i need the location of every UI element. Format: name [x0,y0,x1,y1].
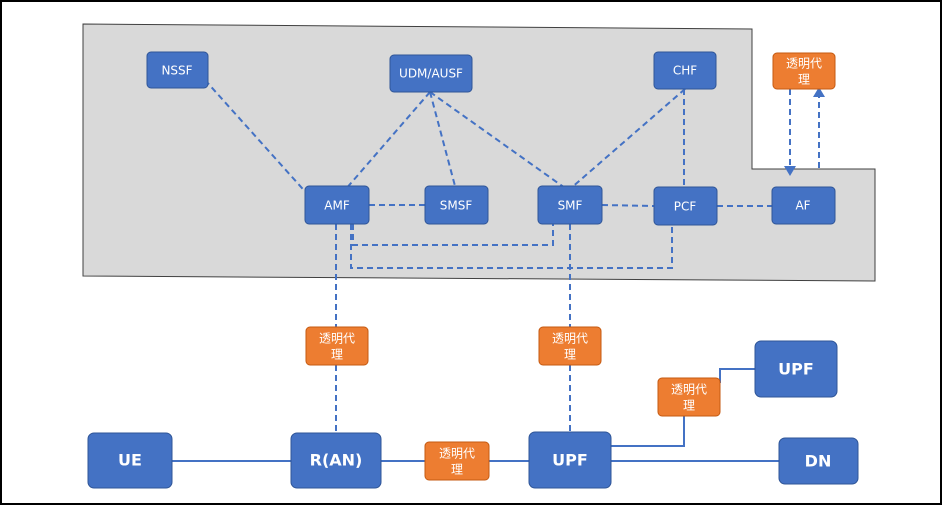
node-udm-ausf-label: UDM/AUSF [399,67,463,81]
node-ran-label: R(AN) [310,451,363,470]
node-udm-ausf[interactable]: UDM/AUSF [389,54,473,93]
node-ue-label: UE [118,451,142,470]
node-pcf[interactable]: PCF [653,186,718,226]
link-proxy-upf-branch [719,368,755,383]
link-udm-amf [344,91,431,191]
proxy-ran-upf-line2: 理 [451,463,463,477]
node-pcf-label: PCF [674,200,697,214]
link-smf-pcf [601,204,655,207]
node-ran[interactable]: R(AN) [290,432,382,489]
proxy-af[interactable]: 透明代 理 [772,52,836,90]
proxy-upf-branch-line1: 透明代 [671,383,707,397]
node-smf[interactable]: SMF [537,185,603,225]
link-udm-smsf [429,91,456,187]
node-dn-label: DN [805,452,832,471]
node-af[interactable]: AF [771,186,836,225]
link-udm-smf [429,91,566,189]
proxy-ran-upf[interactable]: 透明代 理 [424,441,490,481]
link-amf-smf [352,224,554,246]
node-amf[interactable]: AMF [304,185,370,225]
node-amf-label: AMF [324,199,350,213]
proxy-smf-upf-line1: 透明代 [552,332,588,346]
node-chf[interactable]: CHF [653,51,717,90]
node-chf-label: CHF [673,64,697,78]
arrow-down-to-af-icon [784,166,796,176]
node-smf-label: SMF [558,199,583,213]
node-smsf-label: SMSF [440,199,473,213]
node-dn[interactable]: DN [778,437,859,485]
proxy-amf-ran[interactable]: 透明代 理 [305,326,369,366]
proxy-upf-branch[interactable]: 透明代 理 [657,377,721,417]
node-upf-branch-label: UPF [778,360,814,379]
proxy-af-line1: 透明代 [786,57,822,71]
proxy-amf-ran-line1: 透明代 [319,332,355,346]
link-nssf-amf [204,79,311,198]
connections [172,79,820,462]
node-nssf-label: NSSF [161,64,192,78]
link-chf-smf [569,88,686,190]
proxy-af-line2: 理 [798,73,810,87]
arrow-up-to-proxy-icon [813,87,825,97]
node-nssf[interactable]: NSSF [146,51,209,89]
proxy-smf-upf-line2: 理 [564,348,576,362]
proxy-upf-branch-line2: 理 [683,399,695,413]
link-amf-pcf [350,224,673,269]
proxy-ran-upf-line1: 透明代 [439,447,475,461]
node-ue[interactable]: UE [87,432,173,489]
node-af-label: AF [795,199,810,213]
proxy-smf-upf[interactable]: 透明代 理 [538,326,602,366]
node-upf-main-label: UPF [552,451,588,470]
link-upf-proxy-branch [611,416,685,447]
node-smsf[interactable]: SMSF [424,185,489,225]
node-upf-branch[interactable]: UPF [754,340,838,398]
proxy-amf-ran-line2: 理 [331,348,343,362]
node-upf-main[interactable]: UPF [528,431,612,489]
